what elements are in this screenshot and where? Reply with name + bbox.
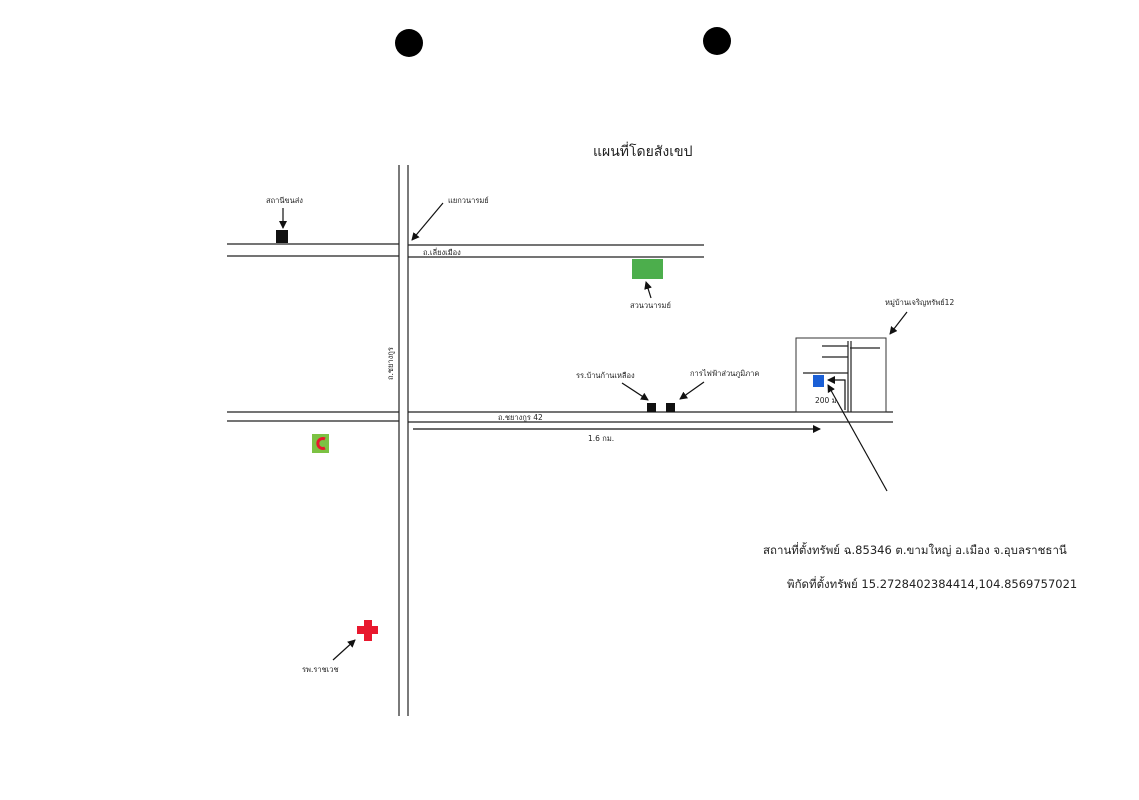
bus-station-label: สถานีขนส่ง xyxy=(266,196,303,205)
school-label: รร.บ้านก้านเหลือง xyxy=(576,371,635,380)
distance-main-label: 1.6 กม. xyxy=(588,434,614,443)
arrow-icon xyxy=(332,639,356,661)
junction-label: แยกวนารมย์ xyxy=(448,196,489,205)
hospital-label: รพ.ราชเวช xyxy=(302,665,339,674)
main-road-label: ถ.ชยางกูร xyxy=(386,347,395,380)
arrow-icon xyxy=(621,382,649,401)
hospital-cross-icon xyxy=(357,620,378,641)
soi-road-label: ถ.ชยางกูร 42 xyxy=(498,413,543,422)
bus-station-marker xyxy=(276,230,288,243)
property-coordinates: พิกัดที่ตั้งทรัพย์ 15.2728402384414,104.… xyxy=(787,576,1077,591)
park-marker xyxy=(632,259,663,279)
arrow-icon xyxy=(644,281,652,299)
property-address: สถานที่ตั้งทรัพย์ ฉ.85346 ต.ขามใหญ่ อ.เม… xyxy=(763,542,1067,557)
school-marker xyxy=(647,403,656,412)
distance-village-label: 200 ม. xyxy=(815,396,839,405)
arrow-icon xyxy=(889,311,908,335)
punch-hole xyxy=(703,27,731,55)
electricity-label: การไฟฟ้าส่วนภูมิภาค xyxy=(690,369,759,378)
village-box xyxy=(795,337,887,413)
map-title: แผนที่โดยสังเขป xyxy=(593,142,693,160)
arrow-icon xyxy=(679,381,705,400)
property-marker xyxy=(813,375,824,387)
park-label: สวนวนารมย์ xyxy=(630,301,671,310)
convenience-store-icon xyxy=(312,434,329,453)
arrow-icon xyxy=(827,376,846,410)
arrow-icon xyxy=(411,202,444,241)
village-label: หมู่บ้านเจริญทรัพย์12 xyxy=(885,298,954,307)
property-pointer xyxy=(827,384,888,492)
bypass-road-label: ถ.เลี่ยงเมือง xyxy=(423,247,461,257)
punch-hole xyxy=(395,29,423,57)
electricity-marker xyxy=(666,403,675,412)
